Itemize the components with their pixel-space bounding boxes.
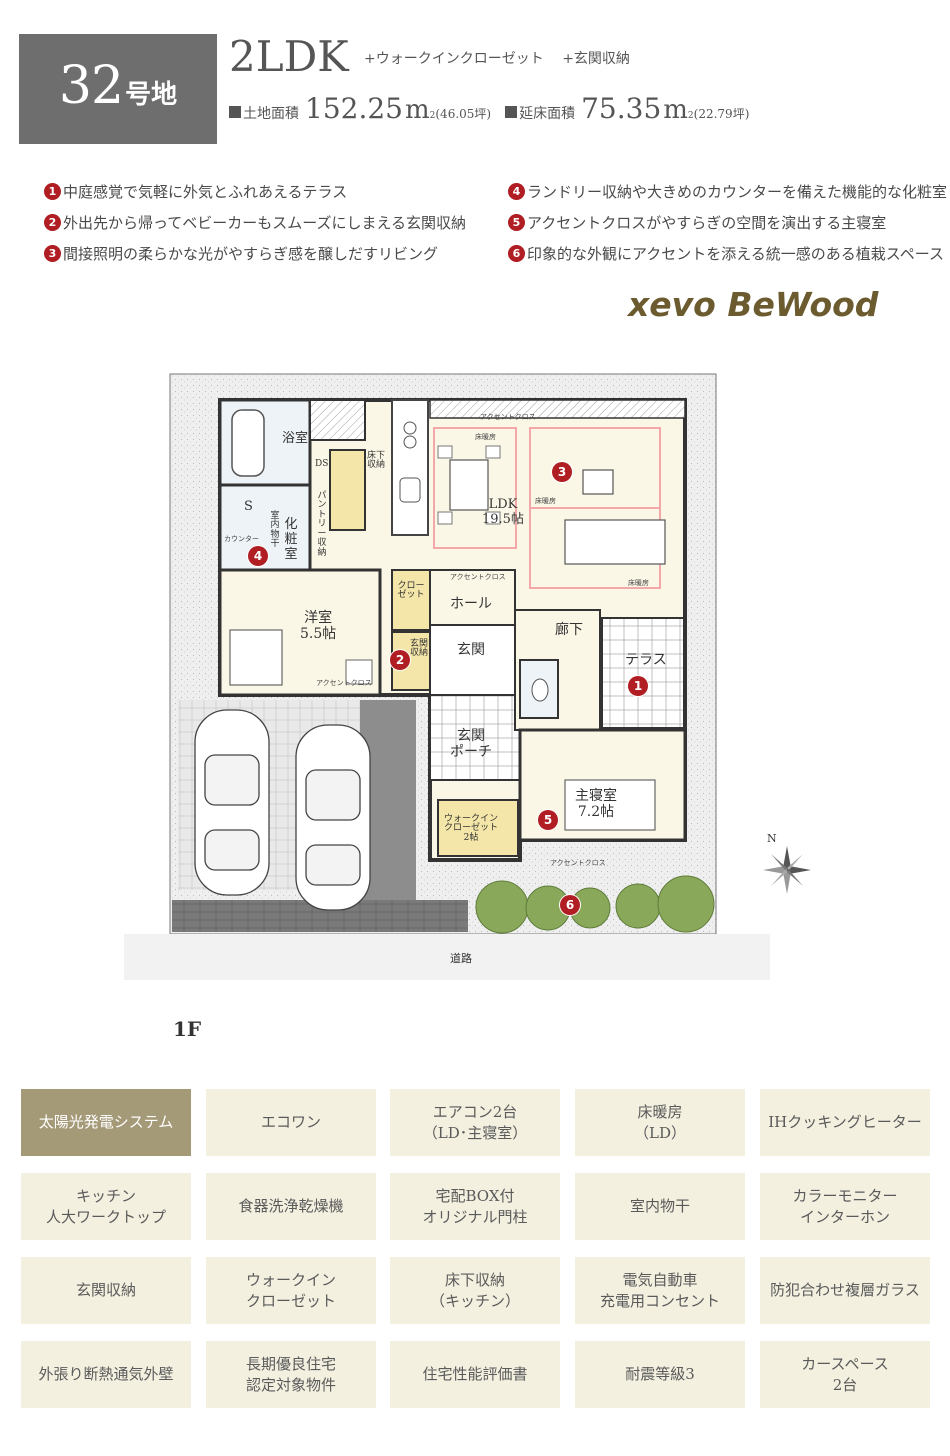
plan-extras: +ウォークインクローゼット +玄関収納 [364,48,644,68]
room-porch: 玄関 ポーチ [450,728,492,761]
feature-text: 間接照明の柔らかな光がやすらぎ感を醸しだすリビング [63,245,439,263]
feature-text: 印象的な外観にアクセントを添える統一感のある植栽スペース [527,245,945,263]
amenity-item: 電気自動車 充電用コンセント [575,1257,745,1324]
amenity-item: 床暖房 （LD） [575,1089,745,1156]
floor-plan-drawing [124,373,770,980]
feature-number-badge: 6 [508,245,525,262]
amenity-item: 宅配BOX付 オリジナル門柱 [390,1173,560,1240]
floor-heating-note: 床暖房 [475,433,496,441]
room-ds: DS [315,459,329,469]
room-indoor-dry: 室内 物干 [270,511,280,550]
floor-area-tsubo: (22.79坪) [693,107,750,121]
plan-type: 2LDK [229,32,349,81]
feature-text: ランドリー収納や大きめのカウンターを備えた機能的な化粧室 [527,183,948,201]
room-wic: ウォークイン クローゼット 2帖 [444,814,499,843]
amenity-item: 太陽光発電システム [21,1089,191,1156]
land-area-label: 土地面積 [243,106,299,122]
amenity-item: カースペース 2台 [760,1341,930,1408]
area-unit-sup: 2 [687,111,694,121]
room-counter: カウンター [224,535,259,543]
amenity-item: 防犯合わせ複層ガラス [760,1257,930,1324]
area-unit-sup: 2 [429,111,436,121]
lot-number-box: 32 号地 [19,34,217,144]
room-pantry: パントリー 収納 [317,491,327,558]
accent-cross-note: アクセントクロス [550,859,606,867]
room-western: 洋室 5.5帖 [300,610,337,643]
floor-area-value: 75.35 [581,92,662,125]
floor-area-label: 延床面積 [519,106,576,122]
feature-marker: 6 [560,895,580,915]
amenity-item: 住宅性能評価書 [390,1341,560,1408]
road-label: 道路 [450,952,472,965]
area-unit: m [663,95,688,125]
room-closet: クローゼット [397,581,425,601]
area-unit: m [404,95,430,125]
amenity-item: 床下収納 （キッチン） [390,1257,560,1324]
floor-plan: 浴室 DS 床下 収納 LDK 19.5帖 パントリー 収納 S 室内 物干 カ… [120,360,775,980]
lot-number: 32 [58,56,124,116]
amenity-item: エアコン2台 （LD･主寝室） [390,1089,560,1156]
amenity-item: キッチン 人大ワークトップ [21,1173,191,1240]
accent-cross-note: アクセントクロス [480,413,536,421]
amenity-item: 長期優良住宅 認定対象物件 [206,1341,376,1408]
feature-number-badge: 5 [508,214,525,231]
room-underfloor-storage: 床下 収納 [367,451,386,471]
room-corridor: 廊下 [555,622,583,638]
feature-marker: 2 [390,650,410,670]
feature-marker: 1 [628,676,648,696]
amenity-item: 室内物干 [575,1173,745,1240]
feature-number-badge: 2 [44,214,61,231]
room-powder: 化 粧 室 [284,517,298,562]
room-entrance: 玄関 [457,642,485,658]
amenity-item: カラーモニター インターホン [760,1173,930,1240]
amenity-item: IHクッキングヒーター [760,1089,930,1156]
square-bullet-icon [229,106,241,118]
floor-heating-note: 床暖房 [628,579,649,587]
floor-label: 1F [173,1017,202,1041]
feature-number-badge: 4 [508,183,525,200]
square-bullet-icon [505,106,518,118]
amenity-item: 外張り断熱通気外壁 [21,1341,191,1408]
room-bath: 浴室 [282,431,309,446]
feature-marker: 4 [248,546,268,566]
room-s: S [244,499,253,514]
feature-text: アクセントクロスがやすらぎの空間を演出する主寝室 [527,214,887,232]
feature-text: 外出先から帰ってベビーカーもスムーズにしまえる玄関収納 [63,214,467,232]
feature-number-badge: 3 [44,245,61,262]
compass-north-label: N [767,832,777,845]
accent-cross-note: アクセントクロス [450,573,506,581]
room-master: 主寝室 7.2帖 [575,788,617,821]
amenity-item: 食器洗浄乾燥機 [206,1173,376,1240]
accent-cross-note: アクセントクロス [316,679,372,687]
room-ldk: LDK 19.5帖 [482,497,524,527]
room-entrance-storage: 玄関 収納 [410,639,429,659]
lot-suffix: 号地 [125,80,178,110]
floor-heating-note: 床暖房 [535,497,556,505]
extra-item: +玄関収納 [562,51,630,67]
amenity-item: ウォークイン クローゼット [206,1257,376,1324]
extra-item: +ウォークインクローゼット [364,51,544,67]
feature-text: 中庭感覚で気軽に外気とふれあえるテラス [63,183,348,201]
land-area-tsubo: (46.05坪) [435,107,492,121]
amenity-item: 耐震等級3 [575,1341,745,1408]
land-area-value: 152.25 [305,92,403,125]
amenity-item: エコワン [206,1089,376,1156]
amenity-item: 玄関収納 [21,1257,191,1324]
room-terrace: テラス [625,652,667,668]
compass-icon: N [757,832,817,900]
brand-logo: xevo BeWood [628,285,879,324]
room-hall: ホール [450,596,492,612]
feature-number-badge: 1 [44,183,61,200]
feature-marker: 5 [538,810,558,830]
area-info: 土地面積 152.25 m 2 (46.05坪) 延床面積 75.35 m 2 … [229,92,749,125]
feature-marker: 3 [552,462,572,482]
